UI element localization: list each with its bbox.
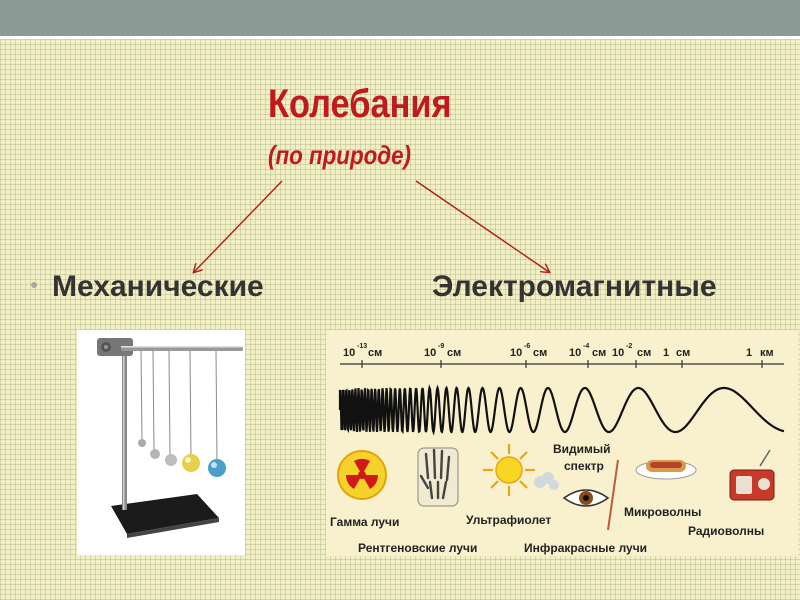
diagram-subtitle: (по природе) xyxy=(268,140,411,170)
radio-icon xyxy=(729,449,775,501)
bullet-icon: ● xyxy=(30,276,39,292)
svg-text:10: 10 xyxy=(343,347,355,359)
scale-label-3: 10 -4 см xyxy=(569,343,606,359)
svg-text:-4: -4 xyxy=(583,343,589,350)
svg-text:см: см xyxy=(637,347,651,359)
pendulum-ball xyxy=(138,439,146,447)
pendulum-ball xyxy=(182,454,200,472)
svg-text:10: 10 xyxy=(424,347,436,359)
scale-label-6: 1 км xyxy=(746,347,774,359)
svg-text:-9: -9 xyxy=(438,343,444,350)
scale-label-4: 10 -2 см xyxy=(612,343,651,359)
header-bar xyxy=(0,0,800,36)
header-divider xyxy=(0,36,800,39)
branch-electromagnetic: Электромагнитные xyxy=(432,270,717,303)
arrow-to-electromagnetic xyxy=(415,180,549,272)
haze-icon xyxy=(534,472,559,490)
em-wave xyxy=(338,384,785,436)
pendulum-ball xyxy=(150,449,160,459)
svg-text:см: см xyxy=(592,347,606,359)
pendulum-photo xyxy=(77,330,245,555)
pendulum-ball xyxy=(208,459,226,477)
svg-text:10: 10 xyxy=(612,347,624,359)
radiation-icon xyxy=(337,450,387,500)
pendulum-ball xyxy=(165,454,177,466)
diagram-title: Колебания xyxy=(268,82,452,126)
label-xray: Рентгеновские лучи xyxy=(358,541,477,555)
branch-mechanical: Механические xyxy=(52,270,264,303)
svg-text:1: 1 xyxy=(746,347,752,359)
svg-text:см: см xyxy=(533,347,547,359)
em-spectrum-panel: 10 -13 см 10 -9 см 10 -6 см 10 -4 см 10 … xyxy=(326,330,798,556)
svg-text:см: см xyxy=(368,347,382,359)
svg-text:10: 10 xyxy=(569,347,581,359)
label-uv: Ультрафиолет xyxy=(466,513,551,527)
scale-label-5: 1 см xyxy=(663,347,690,359)
label-infrared: Инфракрасные лучи xyxy=(524,541,647,555)
eye-icon xyxy=(562,489,610,507)
svg-text:-13: -13 xyxy=(357,343,367,350)
label-radio: Радиоволны xyxy=(688,524,764,538)
xray-hand-icon xyxy=(417,447,459,507)
label-visible-2: спектр xyxy=(564,459,604,473)
label-gamma: Гамма лучи xyxy=(330,515,399,529)
svg-text:-6: -6 xyxy=(524,343,530,350)
svg-text:1: 1 xyxy=(663,347,669,359)
label-microwave: Микроволны xyxy=(624,505,701,519)
svg-text:км: км xyxy=(760,347,774,359)
scale-label-2: 10 -6 см xyxy=(510,343,547,359)
infrared-ray xyxy=(607,459,619,531)
sun-icon xyxy=(483,444,535,496)
stand-base xyxy=(111,494,219,534)
scale-label-1: 10 -9 см xyxy=(424,343,461,359)
microwave-food-icon xyxy=(635,460,697,480)
svg-text:-2: -2 xyxy=(626,343,632,350)
arrow-to-mechanical xyxy=(194,180,283,272)
scale-label-0: 10 -13 см xyxy=(343,343,382,359)
label-visible-1: Видимый xyxy=(553,442,611,456)
svg-text:см: см xyxy=(447,347,461,359)
svg-text:см: см xyxy=(676,347,690,359)
svg-text:10: 10 xyxy=(510,347,522,359)
